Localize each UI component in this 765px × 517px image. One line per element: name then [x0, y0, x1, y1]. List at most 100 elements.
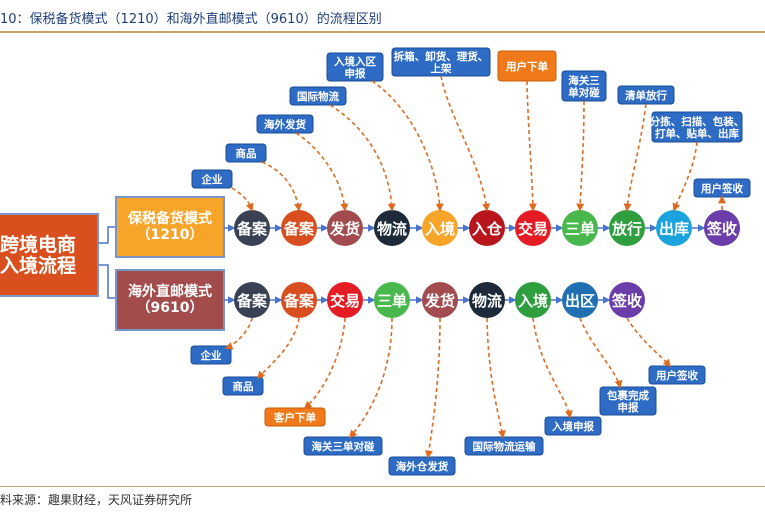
row-b-arrow-3: [348, 317, 393, 439]
root-link-b: [98, 264, 116, 299]
row-b-note-4: 海外仓发货: [388, 456, 456, 476]
row-a-arrow-1: [261, 161, 303, 212]
row_a-node-2: 发货: [327, 210, 363, 246]
row_a-node-label: 备案: [236, 220, 268, 238]
row-a-note-8-text: 清单放行: [625, 89, 667, 102]
row_a-node-circle: [469, 210, 505, 246]
row_a-node-circle: [374, 210, 410, 246]
row_b-node-6: 入境: [515, 282, 551, 318]
row-b-arrow-6: [532, 317, 573, 419]
row_a-node-label: 入境: [425, 220, 455, 238]
row_b-node-label: 签收: [611, 292, 642, 310]
row-b-note-1: 商品: [222, 376, 264, 396]
row_a-node-6: 交易: [515, 210, 551, 246]
row_a-node-label: 三单: [565, 220, 595, 238]
top-rule: [0, 31, 765, 33]
row-b-arrow-2: [303, 317, 346, 410]
row_a-node-circle: [234, 210, 270, 246]
mode-b-box-line1: 海外直邮模式: [128, 283, 212, 300]
root-link-a: [98, 226, 116, 244]
row_b-node-label: 入境: [518, 292, 548, 310]
row-a-arrow-0: [231, 187, 254, 212]
row_b-node-2: 交易: [327, 282, 363, 318]
row-a-note-6: 用户下单: [497, 50, 557, 82]
row-a-note-5: 拆箱、卸货、理货、上架: [391, 47, 491, 77]
row_b-node-circle: [562, 282, 598, 318]
row_b-node-label: 发货: [424, 292, 455, 310]
row-b-note-1-text: 商品: [233, 380, 254, 393]
row_b-node-5: 物流: [469, 282, 505, 318]
row-a-note-3: 国际物流: [289, 86, 347, 106]
row_a-node-circle: [281, 210, 317, 246]
row_b-node-3: 三单: [374, 282, 410, 318]
row_b-node-1: 备案: [281, 282, 317, 318]
row_b-node-label: 备案: [236, 292, 268, 310]
row_b-node-7: 出区: [562, 282, 598, 318]
row-a-arrow-5: [440, 75, 491, 212]
row-a-arrow-3: [329, 104, 396, 212]
figure-caption: 10：保税备货模式（1210）和海外直邮模式（9610）的流程区别: [0, 12, 382, 27]
row_a-node-circle: [422, 210, 458, 246]
root-box-line1: 跨境电商: [0, 233, 76, 256]
row_a-node-label: 物流: [377, 220, 407, 238]
row_b-node-circle: [515, 282, 551, 318]
row-a-note-2: 海外发货: [256, 114, 314, 134]
row_b-node-8: 签收: [609, 282, 645, 318]
mode-b-box-line2: （9610）: [137, 300, 204, 316]
row_a-node-0: 备案: [234, 210, 270, 246]
row-b-note-0-text: 企业: [200, 349, 222, 362]
row_b-node-label: 物流: [472, 292, 502, 310]
row-b-note-8-text: 用户签收: [655, 369, 698, 382]
row_b-node-circle: [234, 282, 270, 318]
row_a-node-label: 放行: [611, 220, 642, 238]
row-a-note-8: 清单放行: [617, 85, 675, 105]
row-a-note-9: 分拣、扫描、包装、打单、贴单、出库: [650, 111, 744, 143]
row-a-note-0-text: 企业: [201, 173, 223, 186]
row_b-node-circle: [609, 282, 645, 318]
bottom-rule: [0, 486, 765, 487]
row-a-note-4-text: 入境入区申报: [334, 55, 376, 80]
mode-a-box-line2: （1210）: [137, 227, 204, 243]
row-a-note-7: 海关三单对碰: [561, 70, 607, 102]
row_a-node-1: 备案: [281, 210, 317, 246]
row_a-node-8: 放行: [609, 210, 645, 246]
row-a-note-6-text: 用户下单: [505, 60, 548, 73]
row_b-node-label: 出区: [565, 292, 595, 310]
row_a-node-9: 出库: [656, 210, 692, 246]
mode-a-box-line1: 保税备货模式: [127, 210, 212, 227]
row-a-arrow-7: [576, 100, 585, 212]
row_a-node-circle: [327, 210, 363, 246]
row-b-note-2-text: 客户下单: [273, 411, 316, 424]
row-b-note-8: 用户签收: [648, 365, 706, 385]
row_a-node-label: 发货: [329, 220, 360, 238]
row-a-note-10: 用户签收: [693, 178, 751, 198]
row-b-note-6: 入境申报: [544, 416, 602, 436]
row_a-node-10: 签收: [704, 210, 740, 246]
row-b-note-3: 海关三单对碰: [303, 436, 383, 456]
row-a-note-1: 商品: [225, 143, 267, 163]
row-b-note-7-text: 包裹完成申报: [607, 389, 649, 414]
row-a-note-4: 入境入区申报: [326, 52, 384, 82]
row_b-node-label: 交易: [330, 292, 360, 310]
row-b-note-2: 客户下单: [264, 407, 326, 427]
row_a-node-circle: [656, 210, 692, 246]
row_a-node-circle: [515, 210, 551, 246]
row-b-note-0: 企业: [190, 345, 232, 365]
row-b-arrow-7: [579, 317, 623, 389]
row_b-node-circle: [281, 282, 317, 318]
row-a-arrow-8: [623, 103, 647, 212]
row_a-node-circle: [609, 210, 645, 246]
row_a-node-label: 交易: [518, 220, 548, 238]
row_a-node-circle: [704, 210, 740, 246]
row-b-arrow-5: [486, 317, 506, 439]
row_b-node-label: 备案: [283, 292, 315, 310]
root-box-line2: 入境流程: [0, 254, 76, 277]
row_b-node-0: 备案: [234, 282, 270, 318]
row_b-node-circle: [374, 282, 410, 318]
row-a-arrow-4: [371, 80, 444, 212]
row_a-node-label: 入仓: [472, 220, 503, 238]
row_b-node-circle: [327, 282, 363, 318]
row-b-note-5-text: 国际物流运输: [473, 440, 536, 453]
